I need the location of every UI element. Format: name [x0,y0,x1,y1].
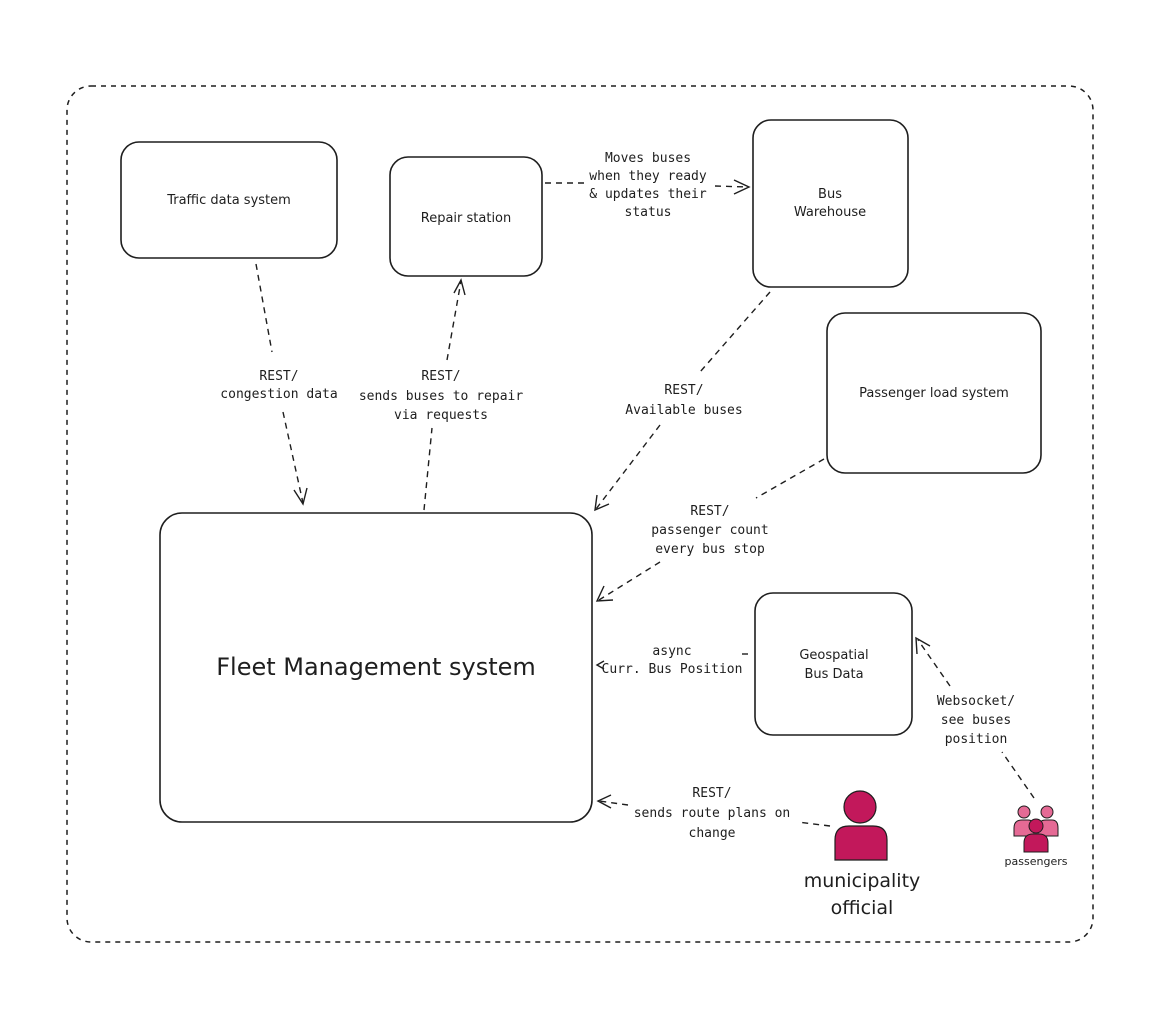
edge-label-line: when they ready [589,169,707,184]
label-load-to-fleet: REST/ passenger count every bus stop [651,504,768,557]
label-geo-to-fleet: async Curr. Bus Position [602,644,743,677]
node-geospatial-bus-data: Geospatial Bus Data [754,592,913,736]
edge-label-line: every bus stop [655,542,765,557]
actor-official-label-1: municipality [804,870,921,892]
edge-label-line: via requests [394,408,488,423]
label-fleet-to-repair: REST/ sends buses to repair via requests [359,369,524,423]
edge-label-line: Moves buses [605,151,691,166]
actor-passengers: passengers [1005,805,1068,868]
edge-label-line: see buses [941,713,1011,728]
edge-warehouse-to-fleet [594,291,771,512]
label-warehouse-to-fleet: REST/ Available buses [625,383,742,418]
node-passenger-load-label: Passenger load system [859,386,1009,401]
edge-official-to-fleet [596,794,831,827]
edge-label-line: REST/ [421,369,460,384]
edge-label-line: REST/ [690,504,729,519]
node-geospatial-label-2: Bus Data [804,667,863,682]
label-traffic-to-fleet: REST/ congestion data [220,369,337,402]
edge-label-line: Available buses [625,403,742,418]
node-passenger-load-system: Passenger load system [826,312,1042,474]
edge-label-line: REST/ [692,786,731,801]
actor-official-label-2: official [831,897,894,919]
label-repair-to-warehouse: Moves buses when they ready & updates th… [589,151,707,220]
node-bus-warehouse: Bus Warehouse [752,119,909,288]
label-official-to-fleet: REST/ sends route plans on change [634,786,791,841]
edge-load-to-fleet [595,458,825,602]
edge-label-line: Curr. Bus Position [602,662,743,677]
edge-label-line: status [625,205,672,220]
node-repair-label: Repair station [421,211,512,226]
edge-label-line: sends route plans on [634,806,791,821]
edge-label-line: REST/ [259,369,298,384]
edge-repair-to-warehouse [545,179,751,195]
node-repair-station: Repair station [389,156,543,277]
edge-geo-to-fleet [595,653,750,670]
person-icon [834,790,888,861]
edge-label-line: change [689,826,736,841]
edge-fleet-to-repair [423,278,466,511]
node-traffic-label: Traffic data system [166,193,291,208]
actor-passengers-label: passengers [1005,855,1068,868]
group-icon [1013,805,1059,853]
edge-label-line: passenger count [651,523,768,538]
node-fleet-management-system: Fleet Management system [159,512,593,823]
node-traffic-data-system: Traffic data system [120,141,338,259]
edge-label-line: async [652,644,691,659]
edge-label-line: Websocket/ [937,694,1015,709]
node-fleet-label: Fleet Management system [216,653,536,681]
edge-passengers-to-geo [915,636,1035,799]
edge-label-line: sends buses to repair [359,389,524,404]
system-boundary [66,85,1094,943]
node-geospatial-label-1: Geospatial [799,648,868,663]
actor-municipality-official: municipality official [804,790,921,919]
node-warehouse-label-2: Warehouse [794,205,866,220]
edge-traffic-to-fleet [255,263,308,506]
edge-label-line: position [945,732,1008,747]
label-passengers-to-geo: Websocket/ see buses position [937,694,1015,747]
edge-label-line: REST/ [664,383,703,398]
edge-label-line: & updates their [589,187,707,202]
node-warehouse-label-1: Bus [818,187,842,202]
edge-label-line: congestion data [220,387,337,402]
